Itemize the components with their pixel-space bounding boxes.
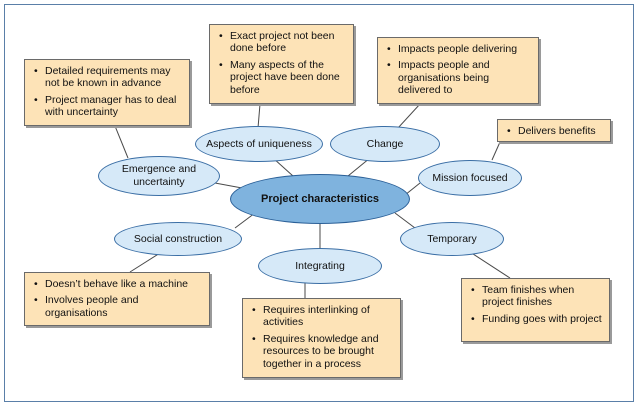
node-uniqueness: Aspects of uniqueness: [195, 126, 323, 162]
node-label: Integrating: [295, 259, 345, 272]
node-social: Social construction: [114, 222, 242, 256]
center-label: Project characteristics: [260, 192, 379, 205]
link-mission-box: [491, 141, 501, 161]
box-uniqueness: Exact project not been done before Many …: [209, 24, 354, 104]
bullet-item: Requires interlinking of activities: [249, 304, 394, 329]
bullet-item: Detailed requirements may not be known i…: [31, 65, 183, 90]
node-mission: Mission focused: [418, 160, 522, 196]
node-label: Emergence and uncertainty: [121, 163, 197, 188]
bullet-list: Impacts people delivering Impacts people…: [384, 43, 532, 97]
bullet-item: Funding goes with project: [468, 313, 603, 326]
bullet-item: Many aspects of the project have been do…: [216, 59, 347, 96]
node-label: Change: [366, 137, 404, 150]
box-social: Doesn’t behave like a machine Involves p…: [24, 272, 210, 326]
link-uniqueness-box: [257, 103, 261, 129]
box-emergence: Detailed requirements may not be known i…: [24, 59, 190, 126]
node-label: Temporary: [427, 232, 477, 245]
link-social-box: [129, 252, 161, 273]
bullet-list: Detailed requirements may not be known i…: [31, 65, 183, 119]
node-label: Aspects of uniqueness: [206, 137, 312, 150]
bullet-item: Project manager has to deal with uncerta…: [31, 94, 183, 119]
bullet-item: Impacts people and organisations being d…: [384, 59, 532, 96]
node-label: Mission focused: [432, 171, 508, 184]
bullet-item: Delivers benefits: [504, 125, 604, 138]
node-label: Social construction: [133, 232, 223, 245]
bullet-item: Exact project not been done before: [216, 30, 347, 55]
bullet-item: Doesn’t behave like a machine: [31, 278, 203, 291]
link-temporary-box: [469, 251, 511, 279]
link-change-box: [397, 103, 421, 129]
node-emergence: Emergence and uncertainty: [98, 156, 220, 196]
box-temporary: Team finishes when project finishes Fund…: [461, 278, 610, 342]
bullet-list: Doesn’t behave like a machine Involves p…: [31, 278, 203, 319]
link-center-temporary: [394, 212, 416, 229]
box-integrating: Requires interlinking of activities Requ…: [242, 298, 401, 378]
bullet-item: Impacts people delivering: [384, 43, 532, 56]
bullet-item: Requires knowledge and resources to be b…: [249, 333, 394, 370]
bullet-list: Delivers benefits: [504, 125, 604, 138]
node-temporary: Temporary: [400, 222, 504, 256]
bullet-list: Requires interlinking of activities Requ…: [249, 304, 394, 370]
node-change: Change: [330, 126, 440, 162]
center-node: Project characteristics: [230, 174, 410, 224]
link-center-emergence: [214, 182, 243, 189]
box-change: Impacts people delivering Impacts people…: [377, 37, 539, 104]
box-mission: Delivers benefits: [497, 119, 611, 142]
bullet-list: Team finishes when project finishes Fund…: [468, 284, 603, 326]
bullet-item: Team finishes when project finishes: [468, 284, 603, 309]
bullet-item: Involves people and organisations: [31, 294, 203, 319]
link-emergence-box: [114, 125, 129, 159]
node-integrating: Integrating: [258, 248, 382, 284]
bullet-list: Exact project not been done before Many …: [216, 30, 347, 96]
